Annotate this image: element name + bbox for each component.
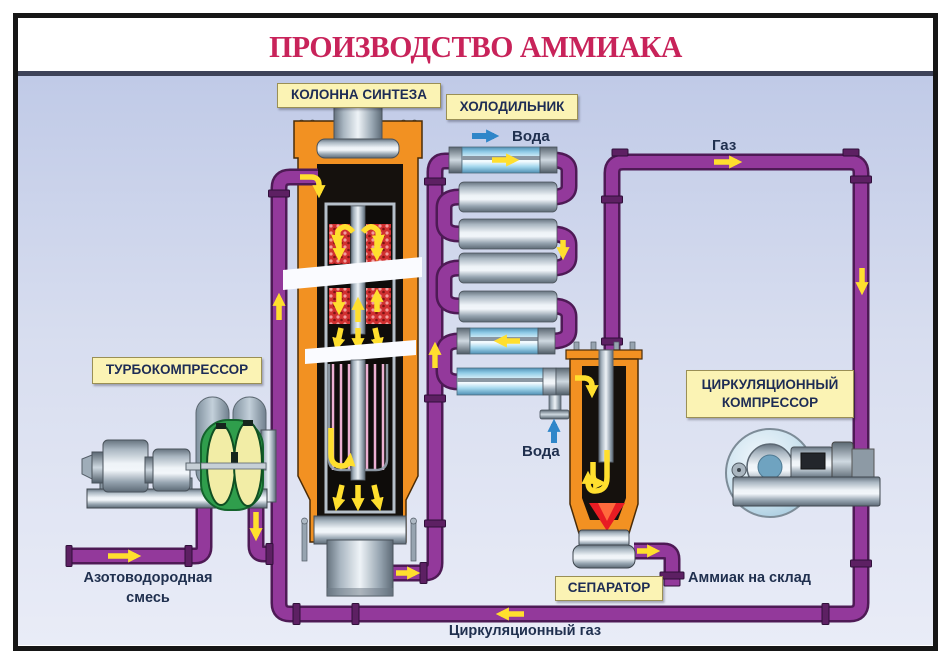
turbo-motor-small	[152, 448, 191, 492]
label-water-top: Вода	[512, 127, 550, 145]
label-turbocompressor: ТУРБОКОМПРЕССОР	[92, 357, 262, 384]
separator-center-tube	[598, 349, 614, 463]
label-circulation-compressor: ЦИРКУЛЯЦИОННЫЙ КОМПРЕССОР	[686, 370, 854, 418]
cooler	[448, 146, 571, 420]
label-ammonia-to-storage: Аммиак на склад	[688, 570, 812, 586]
column-base-cylinder	[326, 539, 394, 597]
ammonia-valve	[659, 571, 685, 587]
page-title: ПРОИЗВОДСТВО АММИАКА	[269, 29, 682, 64]
flow-arrow-separator-loop-2	[590, 462, 607, 490]
turbocompressor	[81, 396, 277, 511]
circulation-compressor	[725, 428, 881, 518]
cooler-tube-2	[458, 181, 558, 213]
label-separator: СЕПАРАТОР	[555, 576, 663, 601]
pipe-flanges	[65, 148, 872, 625]
separator-base-lower	[572, 544, 636, 569]
label-cooler: ХОЛОДИЛЬНИК	[446, 94, 578, 120]
diagram-svg	[18, 106, 881, 625]
water-inlet-stub	[548, 394, 562, 413]
compressor-coupling	[831, 441, 854, 482]
cooler-tube-4	[458, 252, 558, 284]
cooler-tube-5	[458, 290, 558, 323]
flow-arrow-separator-loop	[581, 450, 610, 494]
turbo-compressor-casing	[200, 419, 267, 511]
cooler-tube-3	[458, 218, 558, 250]
synthesis-column	[283, 106, 423, 597]
column-bottom-plug	[313, 515, 407, 545]
pipework	[65, 148, 872, 625]
flow-arrow-column-inlet	[300, 174, 326, 199]
turbo-motor-large	[102, 439, 149, 493]
flow-arrows	[108, 129, 869, 621]
flow-arrow-separator-inlet	[575, 375, 599, 399]
separator-bolts	[573, 341, 636, 355]
separator-base-upper	[578, 529, 630, 548]
separator	[565, 341, 685, 587]
label-water-bottom: Вода	[522, 442, 560, 460]
label-gas: Газ	[712, 136, 737, 154]
title-divider	[18, 71, 933, 76]
label-synthesis-column: КОЛОННА СИНТЕЗА	[277, 83, 441, 108]
compressor-base	[732, 476, 881, 507]
break-band-upper	[283, 257, 422, 290]
label-circulation-gas: Циркуляционный газ	[448, 623, 602, 639]
flow-arrow-column-return	[328, 428, 356, 469]
label-feed: Азотоводородная смесь	[83, 570, 213, 606]
break-band-lower	[305, 340, 416, 364]
